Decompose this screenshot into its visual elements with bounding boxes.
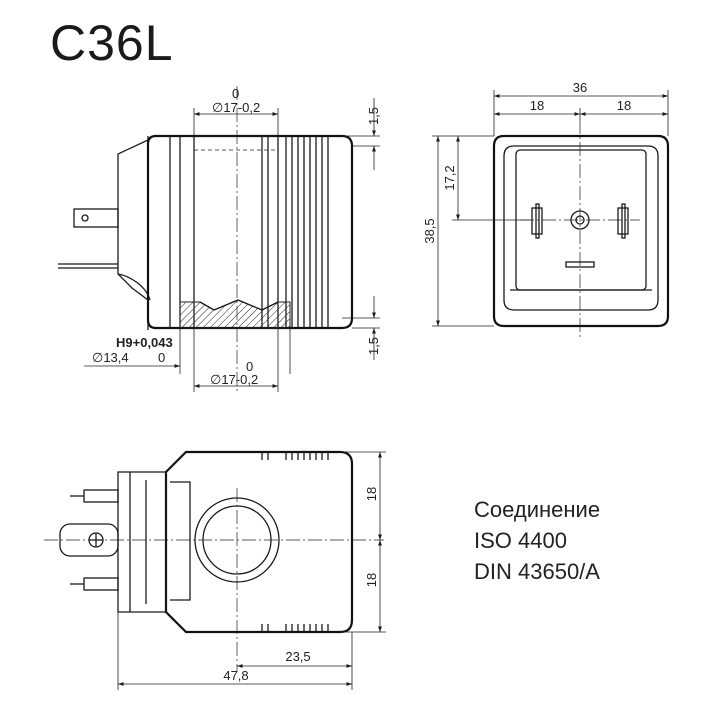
- dim-side-bottom-tol: 0: [246, 359, 253, 374]
- connection-label: Соединение: [474, 497, 601, 522]
- dim-top-length: 47,8: [223, 668, 248, 683]
- dim-side-bore-fit: H9+0,043: [116, 335, 173, 350]
- dim-side-top-tol: 0: [232, 86, 239, 101]
- dim-front-half-left: 18: [530, 98, 544, 113]
- model-title: C36L: [50, 15, 174, 71]
- top-view: 18 18 23,5 47,8: [44, 450, 386, 690]
- dim-front-pin-height: 17,2: [442, 165, 457, 190]
- dim-top-half-lower: 18: [364, 573, 379, 587]
- dim-side-bore-tol: 0: [158, 350, 165, 365]
- dim-side-top-gap: 1,5: [366, 107, 381, 125]
- connection-info: Соединение ISO 4400 DIN 43650/A: [474, 494, 600, 587]
- front-view: 36 18 18 38,5 17,2: [422, 80, 670, 340]
- dim-front-height: 38,5: [422, 218, 437, 243]
- dim-top-center: 23,5: [285, 649, 310, 664]
- side-view: 0 ∅17-0,2 1,5 1,5 H9+0,043 ∅13,4 0 0 ∅17…: [58, 86, 381, 392]
- connection-standard-iso: ISO 4400: [474, 528, 567, 553]
- dim-side-bottom-dia: ∅17-0,2: [210, 372, 258, 387]
- dim-top-half-upper: 18: [364, 487, 379, 501]
- dim-side-bottom-gap: 1,5: [366, 337, 381, 355]
- dim-front-half-right: 18: [617, 98, 631, 113]
- connection-standard-din: DIN 43650/A: [474, 559, 600, 584]
- dim-front-width: 36: [573, 80, 587, 95]
- dim-side-top-dia: ∅17-0,2: [212, 100, 260, 115]
- dim-side-bore-dia: ∅13,4: [92, 350, 129, 365]
